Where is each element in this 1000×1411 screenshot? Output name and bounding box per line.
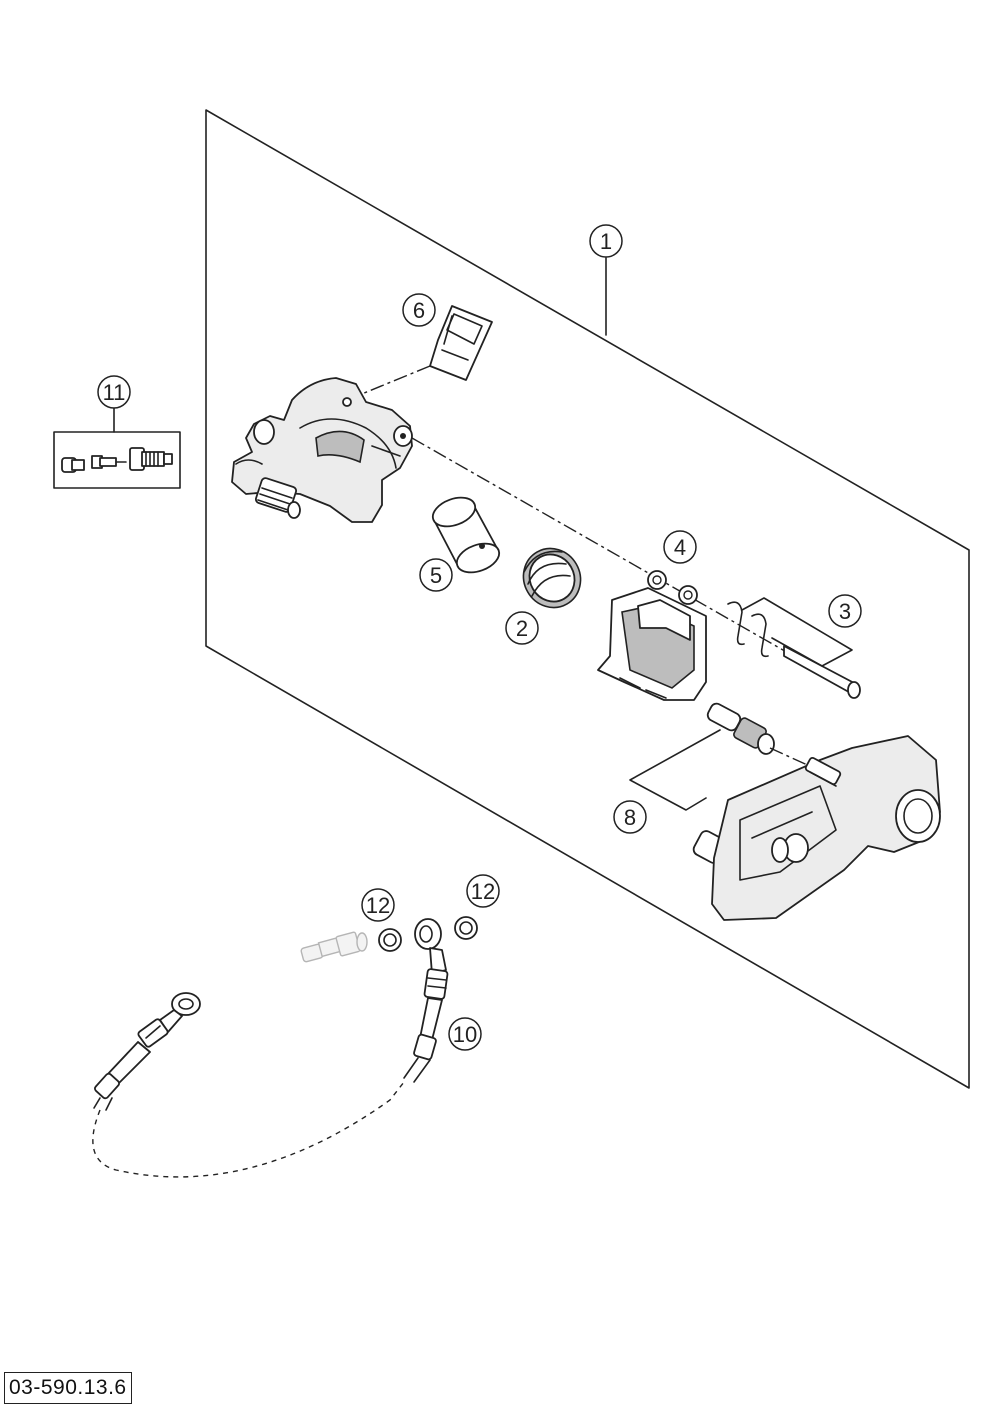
callout-2-label: 2	[516, 616, 528, 641]
callout-1-label: 1	[600, 229, 612, 254]
callout-4: 4	[663, 530, 697, 564]
callout-6: 6	[402, 293, 436, 327]
brake-hose-part	[92, 918, 449, 1178]
callout-1: 1	[589, 224, 623, 258]
callout-12-left-label: 12	[366, 893, 390, 918]
callout-3-label: 3	[839, 599, 851, 624]
assembly-line-8	[769, 747, 815, 769]
callout-8-label: 8	[624, 805, 636, 830]
piston-part	[431, 496, 501, 574]
caliper-bracket-part	[711, 735, 941, 921]
callout-12-right: 12	[466, 874, 500, 908]
callout-6-label: 6	[413, 298, 425, 323]
bracket-3	[741, 597, 853, 667]
callout-3: 3	[828, 594, 862, 628]
callout-11: 11	[97, 375, 131, 409]
bleed-screw-parts	[61, 447, 173, 473]
callout-2: 2	[505, 611, 539, 645]
callout-10: 10	[448, 1017, 482, 1051]
washer-left-part	[378, 928, 402, 952]
bracket-8	[629, 729, 721, 811]
washer-right-part	[454, 916, 478, 940]
callout-4-label: 4	[674, 535, 686, 560]
banjo-bolt-ghost	[300, 931, 368, 963]
callout-10-label: 10	[453, 1022, 477, 1047]
caliper-body-part	[231, 377, 413, 523]
callout-12-right-label: 12	[471, 879, 495, 904]
seal-part	[522, 547, 582, 609]
assembly-panel	[205, 109, 970, 1089]
brake-pads-part	[597, 570, 707, 701]
callout-5-label: 5	[430, 563, 442, 588]
pad-pin-and-clips-part	[727, 601, 861, 699]
pad-spring-part	[429, 305, 493, 381]
callout-5: 5	[419, 558, 453, 592]
bleed-screw-box	[53, 431, 181, 489]
drawing-number: 03-590.13.6	[4, 1372, 132, 1404]
assembly-line-6	[351, 365, 431, 399]
callout-12-left: 12	[361, 888, 395, 922]
callout-8: 8	[613, 800, 647, 834]
callout-11-label: 11	[103, 380, 126, 405]
